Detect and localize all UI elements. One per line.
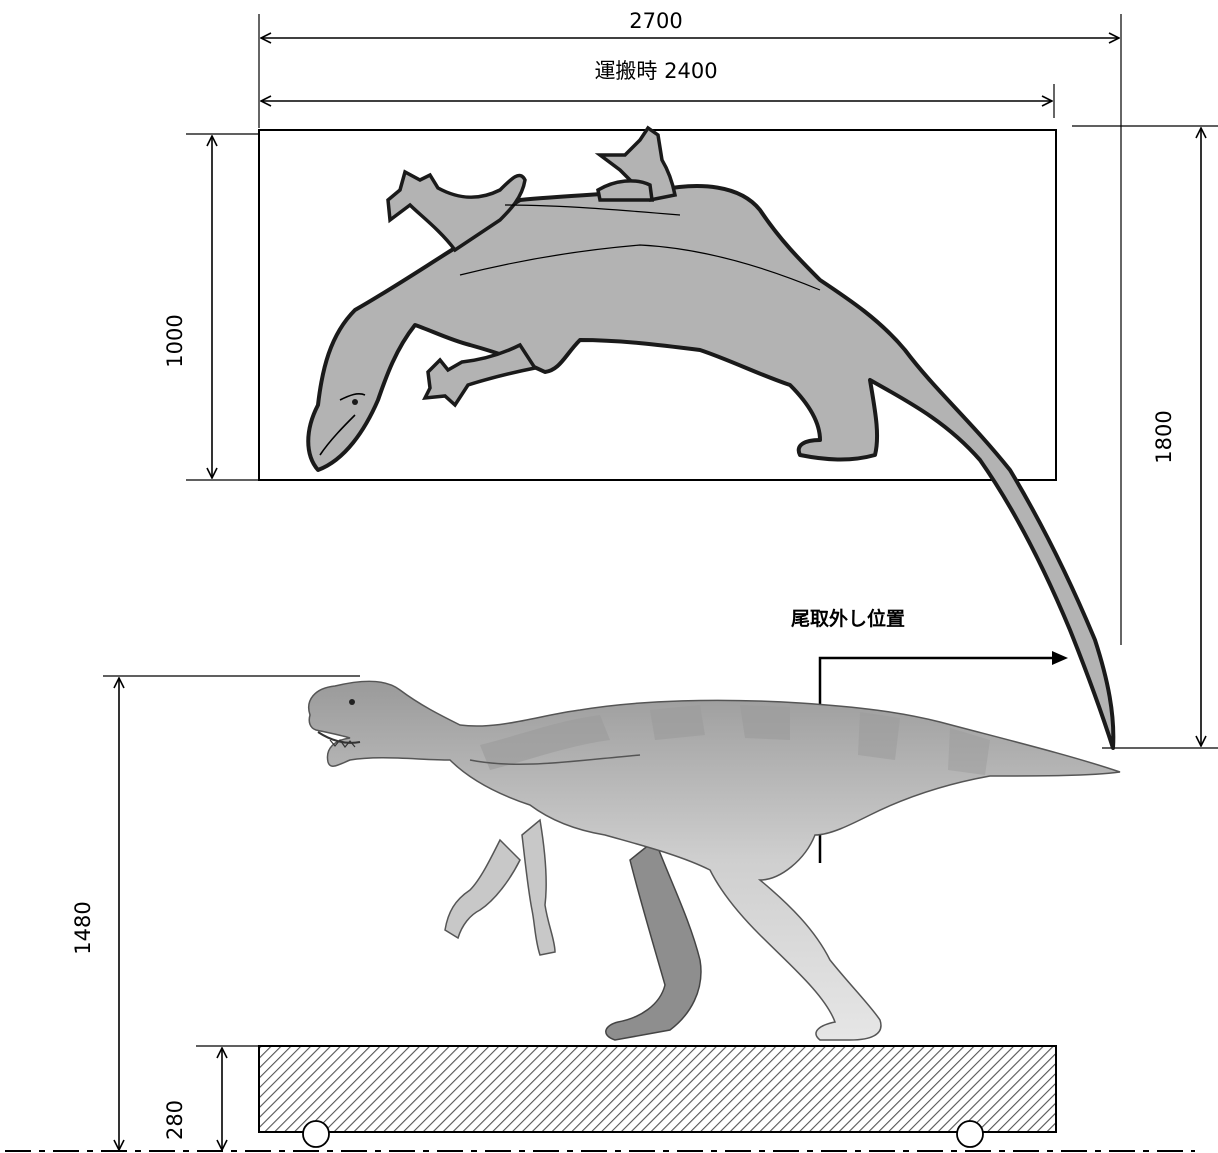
box-height-label: 1000 [163, 314, 187, 367]
dinosaur-top-view [306, 125, 1116, 750]
right-wheel [956, 1120, 984, 1148]
base-height-dimension: 280 [163, 1045, 258, 1150]
overall-length-label: 2700 [629, 9, 682, 33]
transport-length-label: 運搬時 2400 [594, 59, 717, 83]
left-wheel [302, 1120, 330, 1148]
tail-removal-label: 尾取外し位置 [791, 607, 905, 630]
dinosaur-side-view [308, 680, 1121, 1041]
standing-height-dimension: 1480 [71, 675, 360, 1150]
base-height-label: 280 [163, 1100, 187, 1140]
tail-height-label: 1800 [1152, 410, 1176, 463]
standing-height-label: 1480 [71, 901, 95, 954]
tail-height-dimension: 1800 [1072, 125, 1218, 749]
display-base [258, 1045, 1057, 1133]
box-height-dimension: 1000 [163, 133, 258, 481]
transport-length-dimension: 運搬時 2400 [261, 59, 1055, 118]
overall-length-dimension: 2700 [258, 9, 1122, 645]
